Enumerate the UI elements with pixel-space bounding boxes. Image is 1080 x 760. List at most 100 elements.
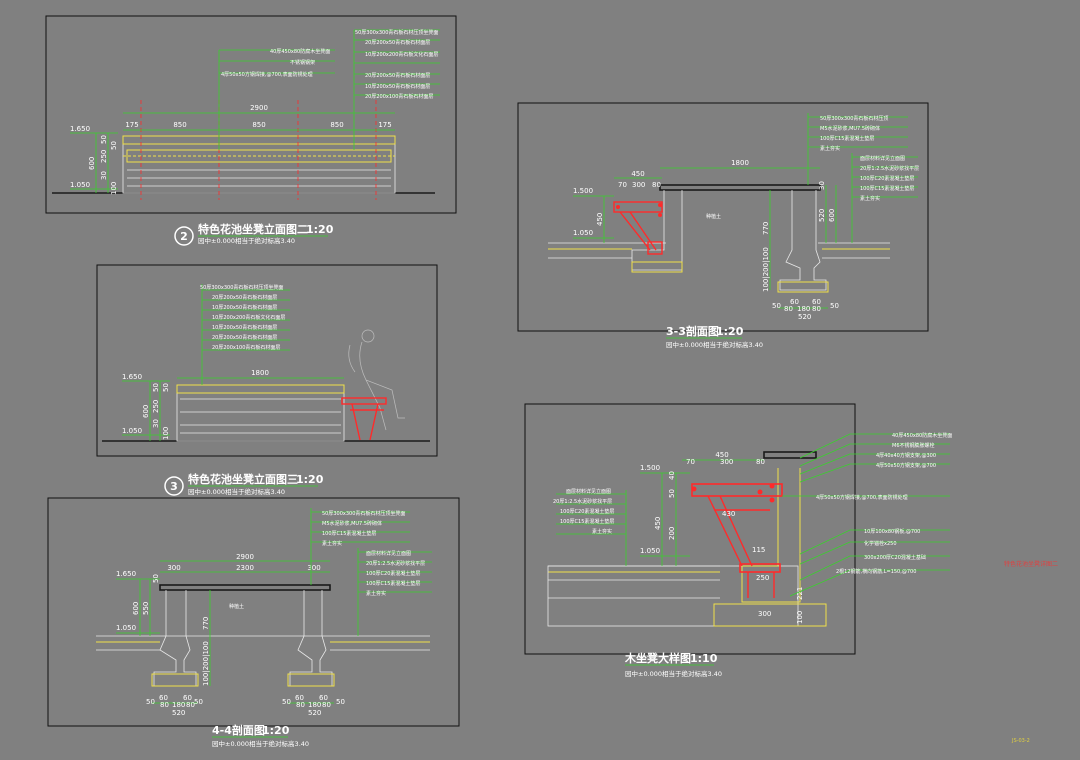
vdim-600: 600 xyxy=(828,209,836,222)
detail-note-4: 4厚50x50方钢支架,@700 xyxy=(876,462,936,469)
elev2-note-9: 20厚200x100青石板石材面层 xyxy=(365,93,433,100)
dim-600: 600 xyxy=(88,157,96,170)
section-4-4-scale: 1:20 xyxy=(262,724,290,737)
section-4-4-frame xyxy=(47,497,460,727)
level-1050: 1.050 xyxy=(116,624,136,632)
dim-115: 115 xyxy=(752,546,765,554)
dim-80: 80 xyxy=(756,458,765,466)
elev3-note-2: 20厚200x50青石板石材面层 xyxy=(212,294,277,301)
vdim-450: 450 xyxy=(654,517,662,530)
base-dim-2: 60 xyxy=(159,694,168,702)
detail-note-5: 4厚50x50方钢焊接,@700,表面防锈处理 xyxy=(816,494,908,501)
vdim-4: 50 xyxy=(110,141,118,150)
elev2-note-5: 10厚200x200青石板文化石面层 xyxy=(365,51,438,58)
elev3-note-6: 20厚200x50青石板石材面层 xyxy=(212,334,277,341)
section-3-3-frame xyxy=(517,102,929,332)
elev3-note-3: 10厚200x50青石板石材面层 xyxy=(212,304,277,311)
view-number: 3 xyxy=(170,480,178,493)
elev2-note-8: 10厚200x50青石板石材面层 xyxy=(365,83,430,90)
elev3-note-4: 10厚200x200青石板文化石面层 xyxy=(212,314,285,321)
leader-9 xyxy=(789,569,950,597)
vdim-100-200-100: 100|200|100 xyxy=(202,641,210,686)
detail-scale: 1:10 xyxy=(690,652,718,665)
s44-note-5: 面层材料详见立面图 xyxy=(366,550,411,557)
elev3-note-1: 50厚300x300青石板石材压顶坐凳面 xyxy=(200,284,283,291)
s44-note-8: 100厚C15素混凝土垫层 xyxy=(366,580,420,587)
base-dim-1: 50 xyxy=(772,302,781,310)
dim-430: 430 xyxy=(722,510,735,518)
section-4-4-elev-note: 园中±0.000相当于绝对标高3.40 xyxy=(212,739,309,748)
s33-note-1: 50厚300x300青石板石材压顶 xyxy=(820,115,888,122)
s33-note-2: M5水泥砂浆,MU7.5砖砌体 xyxy=(820,125,880,132)
leader-2 xyxy=(799,443,950,467)
right-pier xyxy=(777,190,829,293)
dim-300: 300 xyxy=(632,181,645,189)
detail-left-note-1: 面层材料详见立面图 xyxy=(566,488,611,495)
vdim-600: 600 xyxy=(132,602,140,615)
dim-width: 1800 xyxy=(251,369,269,377)
elevation-2-elev-note: 园中±0.000相当于绝对标高3.40 xyxy=(198,236,295,245)
vdim-1: 50 xyxy=(152,383,160,392)
bench-elevation xyxy=(176,384,345,442)
dim-5: 175 xyxy=(378,121,391,129)
vdim-50: 50 xyxy=(668,489,676,498)
base-dim-r4: 50 xyxy=(336,698,345,706)
detail-title: 木坐凳大样图 xyxy=(624,651,691,665)
elev3-note-5: 10厚200x50青石板石材面层 xyxy=(212,324,277,331)
planting-soil-label: 种植土 xyxy=(706,213,721,220)
detail-left-note-2: 20厚1:2.5水泥砂浆找平层 xyxy=(553,498,612,505)
base-dim-r6: 180 xyxy=(308,701,321,709)
view-number-circle xyxy=(164,476,184,496)
vdim-30: 30 xyxy=(818,181,826,190)
vdim-520: 520 xyxy=(818,209,826,222)
planting-soil-label: 种植土 xyxy=(229,603,244,610)
vdim-770: 770 xyxy=(202,617,210,630)
vdim-200: 200 xyxy=(668,527,676,540)
detail-frame xyxy=(524,403,856,655)
base-dim-r2: 60 xyxy=(295,694,304,702)
dim-total: 2900 xyxy=(250,104,268,112)
dim-1: 175 xyxy=(125,121,138,129)
base-dim-3: 60 xyxy=(812,298,821,306)
side-label: 特色花池坐凳详图二 xyxy=(1004,560,1058,568)
vdim-3: 30 xyxy=(152,419,160,428)
elev3-note-7: 20厚200x100青石板石材面层 xyxy=(212,344,280,351)
base-dim-8: 520 xyxy=(172,709,185,717)
dim-250: 250 xyxy=(756,574,769,582)
dim-left: 300 xyxy=(167,564,180,572)
base-dim-1: 50 xyxy=(146,698,155,706)
base-dim-6: 180 xyxy=(797,305,810,313)
elev2-note-4: 不锈钢钢架 xyxy=(290,59,315,66)
dim-600: 600 xyxy=(142,405,150,418)
leader-4 xyxy=(799,463,950,483)
detail-note-9: 2根12钢筋,横向钢筋,L=150,@700 xyxy=(836,568,916,575)
s44-note-9: 素土夯实 xyxy=(366,590,386,597)
s33-note-7: 100厚C20素混凝土垫层 xyxy=(860,175,914,182)
left-pier xyxy=(151,590,199,687)
s44-note-2: M5水泥砂浆,MU7.5砖砌体 xyxy=(322,520,382,527)
view-number: 2 xyxy=(180,230,188,243)
base-dim-7: 80 xyxy=(812,305,821,313)
base-dim-5: 80 xyxy=(160,701,169,709)
level-1650: 1.650 xyxy=(122,373,142,381)
level-1050: 1.050 xyxy=(573,229,593,237)
base-dim-r1: 50 xyxy=(282,698,291,706)
elev2-note-1: 50厚300x300青石板石材压顶坐凳面 xyxy=(355,29,438,36)
dim-70: 70 xyxy=(618,181,627,189)
steel-frame xyxy=(691,483,783,598)
base-dim-3: 60 xyxy=(183,694,192,702)
base-dim-r5: 80 xyxy=(296,701,305,709)
dim-4: 850 xyxy=(330,121,343,129)
wooden-seat-red xyxy=(341,397,387,441)
detail-note-6: 10厚100x80钢板,@700 xyxy=(864,528,920,535)
section-3-3-title: 3-3剖面图 xyxy=(666,324,719,338)
elevation-2-title: 特色花池坐凳立面图二 xyxy=(198,222,308,236)
vdim-50: 50 xyxy=(152,574,160,583)
base-dim-5: 80 xyxy=(784,305,793,313)
leader-1 xyxy=(799,433,950,459)
base-dim-4: 50 xyxy=(830,302,839,310)
sheet-number: JS-03-2 xyxy=(1011,738,1030,744)
vdim-4: 50 xyxy=(162,383,170,392)
s33-note-8: 100厚C15素混凝土垫层 xyxy=(860,185,914,192)
